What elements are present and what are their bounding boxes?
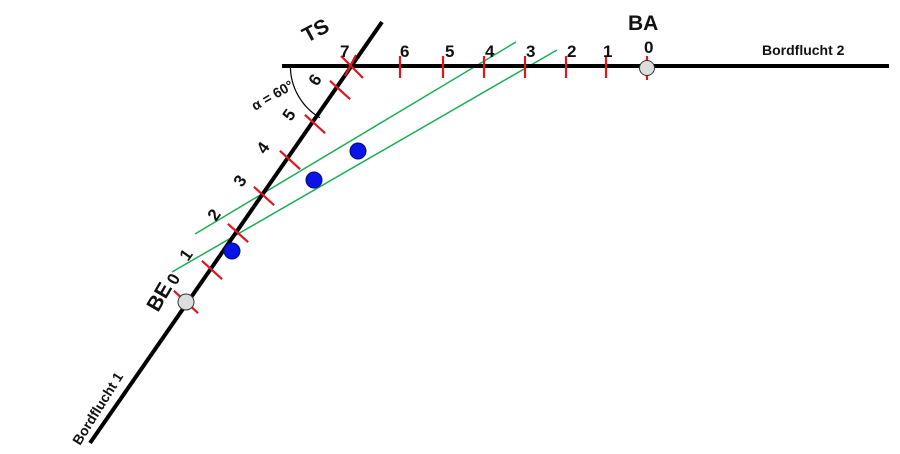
line1-label-1: 1: [176, 246, 197, 265]
ba-point-marker: [639, 60, 655, 76]
line1-label-3: 3: [230, 172, 251, 191]
line1-label-5: 5: [279, 106, 300, 125]
line2-label-4: 4: [485, 42, 495, 61]
ts-label: TS: [299, 15, 333, 48]
line2-label-2: 2: [567, 42, 576, 61]
arc-point-1: [223, 242, 241, 260]
line1-tick-6: [329, 79, 351, 101]
angle-label: α = 60°: [249, 77, 297, 114]
line1-tick-1: [201, 259, 223, 281]
line2-label-3: 3: [526, 42, 535, 61]
line1-label-4: 4: [253, 138, 274, 157]
ba-zero-label: 0: [644, 38, 653, 57]
bordflucht-2-label: Bordflucht 2: [762, 42, 845, 58]
line2-label-6: 6: [400, 42, 409, 61]
line1-tick-4: [279, 149, 301, 171]
bordflucht-1-label: Bordflucht 1: [69, 369, 126, 448]
line1-label-6: 6: [305, 71, 326, 90]
line1-label-2: 2: [204, 206, 225, 225]
be-point-marker: [177, 293, 195, 311]
arc-point-2: [305, 171, 323, 189]
line1-tick-2: [227, 222, 249, 244]
line2-tick-7b: [344, 54, 357, 77]
angle-arc: [289, 65, 321, 119]
guide-line-a: [194, 41, 517, 235]
line2-ticks: [340, 54, 649, 80]
line1-ticks: [173, 79, 351, 315]
line2-tick-7a: [340, 55, 364, 79]
line2-label-7: 7: [340, 42, 349, 61]
line1-tick-5: [304, 113, 326, 135]
line1-tick-3: [253, 185, 275, 207]
line2-label-1: 1: [603, 42, 612, 61]
arc-point-3: [349, 142, 367, 160]
line2-label-5: 5: [445, 42, 454, 61]
ba-label: BA: [628, 12, 658, 35]
